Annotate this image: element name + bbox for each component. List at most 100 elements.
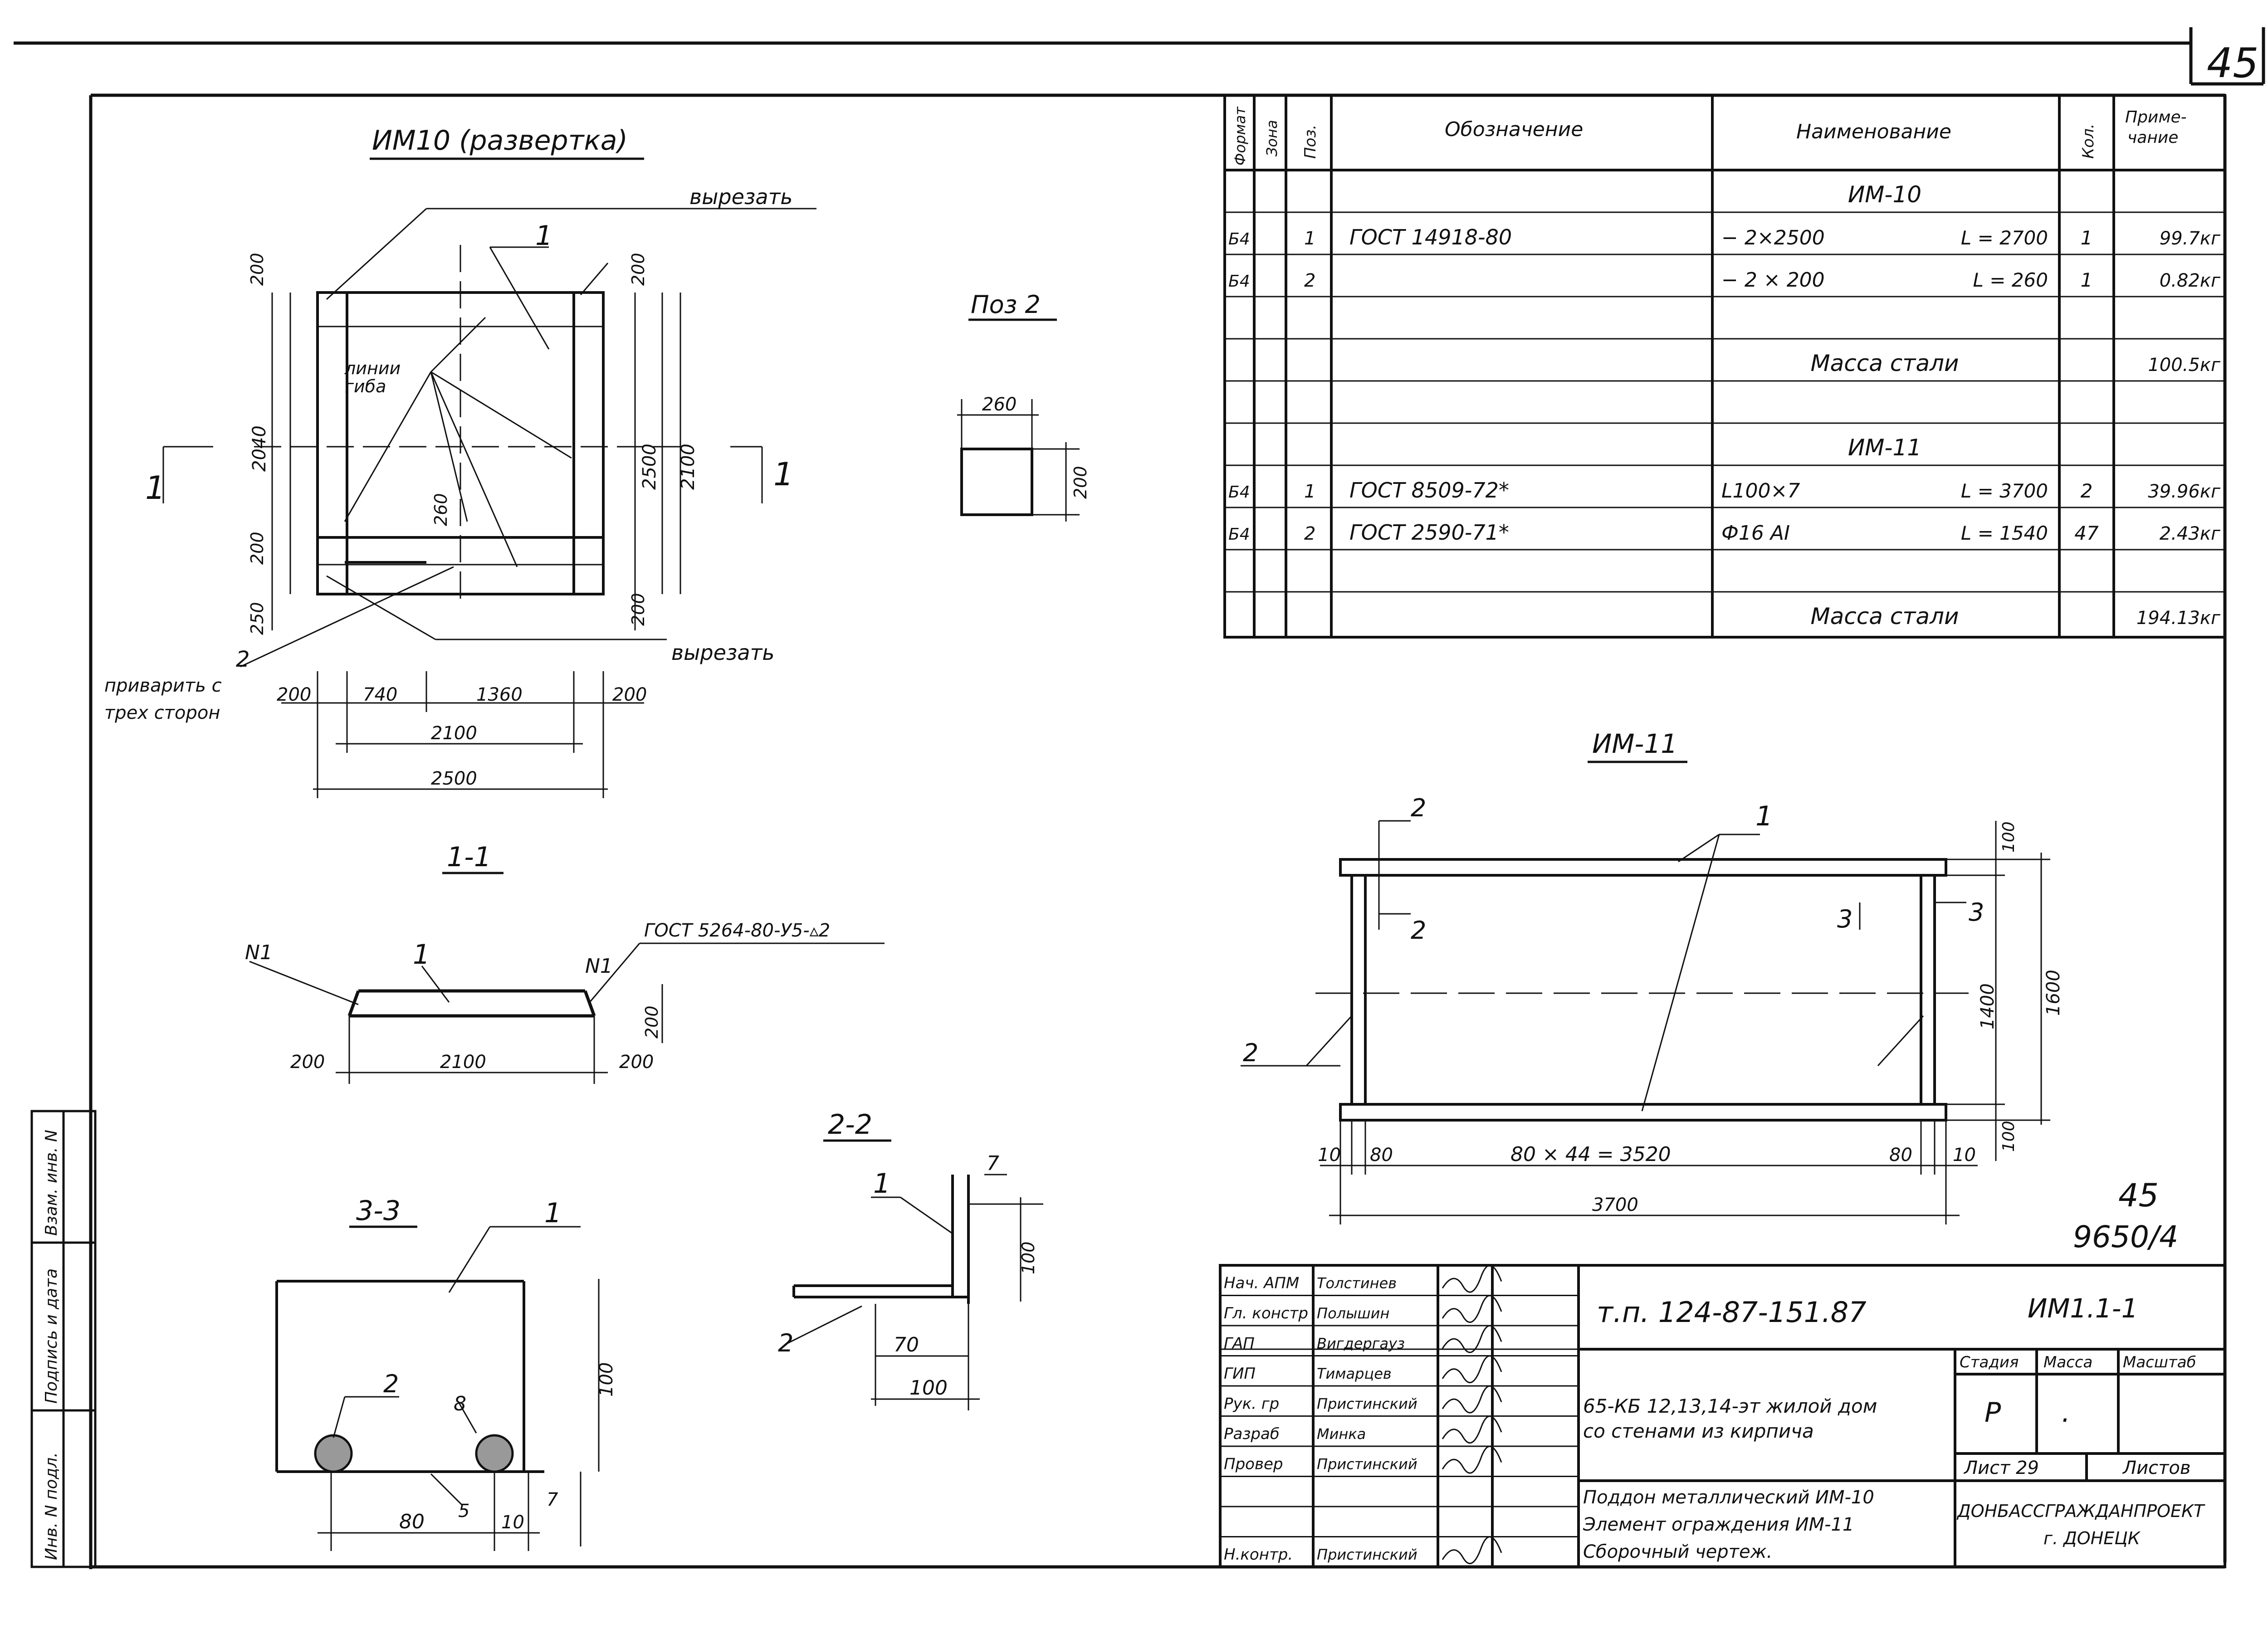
signature-icon [1442,1415,1502,1444]
tb-mass-label: Масса [2043,1353,2092,1371]
margin-stamp-c2: Подпись и дата [42,1268,61,1404]
signature-icon [1442,1264,1502,1293]
section-1-1-gost: ГОСТ 5264-80-У5-▵2 [644,920,830,941]
im10-dim-740: 740 [363,684,397,705]
spec-name: Масса стали [1810,603,1959,629]
tb-person: Минка [1317,1425,1366,1443]
margin-stamp [30,1110,97,1568]
im10-view: ИМ10 (развертка) [104,125,816,798]
im11-view: ИМ-11 [1241,728,2064,1224]
im11-sec2-bottom: 2 [1411,916,1426,945]
tb-role: Н.контр. [1224,1546,1293,1564]
section-2-2-dim-100h: 100 [909,1376,948,1400]
im11-sec3-left: 3 [1837,905,1853,933]
tb-person: Пристинский [1317,1395,1418,1413]
spec-format: Б4 [1228,525,1250,544]
tb-role: Гл. констр [1224,1304,1308,1322]
section-3-3-bar-left [314,1434,353,1473]
im10-title: ИМ10 (развертка) [372,125,628,156]
im10-dim-v-2040: 2040 [249,425,270,472]
tb-person: Вигдергауз [1317,1335,1405,1352]
im11-sec2-top: 2 [1411,794,1426,822]
section-1-1-pos: 1 [413,939,430,971]
pos2-height: 200 [1070,466,1090,499]
tb-object-2: со стенами из кирпича [1583,1420,1814,1442]
im10-section-mark-right: 1 [773,456,794,493]
spec-head-zone: Зона [1263,120,1281,156]
pos2-view: Поз 2 260 200 [957,290,1090,522]
spec-qty: 1 [2081,227,2093,249]
im10-section-mark-left: 1 [145,469,166,507]
im11-dim-100-bottom: 100 [1999,1121,2018,1152]
im10-dim-2500: 2500 [431,768,477,789]
stamp-number: 45 [2118,1177,2159,1214]
sheet-number-corner: 45 [2207,39,2259,87]
spec-head-designation: Обозначение [1445,118,1583,141]
im10-dim-v-250: 250 [247,602,267,635]
im10-cut-top: вырезать [689,185,792,209]
spec-format: Б4 [1228,230,1250,249]
spec-name: L100×7 [1721,479,1800,502]
tb-role: Рук. гр [1224,1395,1279,1413]
section-3-3-dim-80: 80 [399,1510,425,1533]
im10-dim-200b: 200 [612,684,647,705]
tb-object-1: 65-КБ 12,13,14-эт жилой дом [1583,1395,1877,1417]
section-2-2-dim-70: 70 [894,1333,919,1356]
im11-sec3-right: 3 [1969,898,1984,927]
im10-dim-v-r200a: 200 [628,253,648,286]
section-3-3-bar-right [475,1434,514,1473]
spec-qty: 1 [2081,269,2093,291]
spec-head-qty: Кол. [2079,124,2097,159]
spec-note: 39.96кг [2148,481,2221,502]
spec-format: Б4 [1228,272,1250,291]
im10-dim-200a: 200 [277,684,311,705]
tb-role: ГАП [1224,1335,1255,1353]
spec-note: 194.13кг [2136,608,2221,629]
section-2-2-pos2: 2 [778,1329,793,1357]
im11-dim-10b: 10 [1953,1145,1976,1166]
im10-dim-v-200b: 200 [247,532,267,565]
section-1-1-dim-200a: 200 [290,1052,325,1073]
im11-dim-mid: 80 × 44 = 3520 [1510,1143,1671,1166]
section-2-2: 2-2 1 2 7 100 70 100 [778,1109,1043,1410]
spec-designation: ГОСТ 14918-80 [1349,225,1512,249]
signature-icon [1442,1295,1502,1323]
tb-doc-code: т.п. 124-87-151.87 [1597,1296,1867,1329]
spec-head-name: Наименование [1796,120,1951,143]
spec-pos: 1 [1304,228,1315,249]
im11-pos1: 1 [1755,800,1773,832]
im10-bend-lines-1: линии [344,358,401,378]
section-3-3-dim-5: 5 [458,1501,469,1522]
tb-person: Полышин [1317,1305,1389,1322]
spec-note: 2.43кг [2160,523,2221,544]
pos2-title: Поз 2 [971,290,1041,319]
section-3-3-dim-10: 10 [501,1512,524,1533]
tb-sheet: Лист 29 [1963,1458,2039,1478]
im10-dim-1360: 1360 [476,684,523,705]
tb-person: Пристинский [1317,1546,1418,1563]
section-1-1-title: 1-1 [447,841,491,873]
spec-table: Формат Зона Поз. Обозначение Наименовани… [1223,94,2226,639]
section-1-1-dim-200b: 200 [619,1052,654,1073]
im10-dim-v-200a: 200 [247,253,267,286]
spec-pos: 2 [1304,270,1315,291]
signature-icon [1442,1385,1502,1414]
section-2-2-dim-7: 7 [987,1152,999,1175]
tb-role: ГИП [1224,1365,1256,1383]
tb-role: Разраб [1224,1425,1280,1443]
im10-weld-note-1: приварить с [104,675,222,696]
im11-pos2: 2 [1243,1039,1258,1067]
spec-head-format: Формат [1232,106,1249,166]
section-3-3-dim-100: 100 [596,1362,617,1397]
section-3-3-title: 3-3 [356,1195,401,1227]
spec-pos: 2 [1304,523,1315,544]
im10-dim-v-2100: 2100 [678,444,699,490]
spec-note: 0.82кг [2160,270,2221,291]
signature-icon [1442,1536,1502,1564]
tb-role: Провер [1224,1455,1283,1473]
section-1-1-dim-200c: 200 [642,1005,662,1039]
margin-stamp-c3: Взам. инв. N [42,1130,61,1236]
spec-name: − 2×2500 [1721,226,1825,249]
